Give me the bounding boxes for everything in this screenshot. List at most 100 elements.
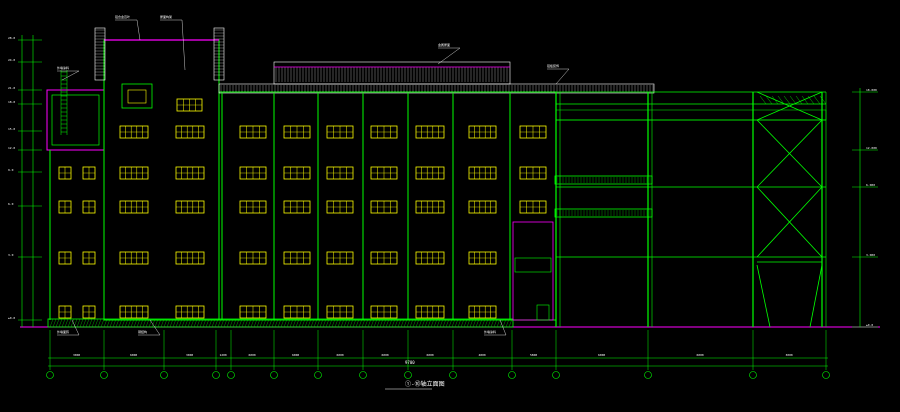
window [468, 166, 497, 180]
level-mark-label: 9.0 [8, 168, 14, 172]
level-mark-label: 18.0 [8, 100, 15, 104]
window [326, 200, 354, 214]
truss [759, 95, 767, 105]
segment-dimension: 6000 [598, 353, 605, 357]
callout-label: 外墙涂料 [484, 329, 496, 334]
brace [756, 186, 823, 258]
louver-inner [127, 89, 147, 104]
window [176, 98, 203, 112]
drawing-title: ①-⑩轴立面图 [405, 380, 445, 388]
window [119, 251, 149, 265]
hatch-line [76, 318, 81, 328]
window [370, 200, 398, 214]
steel-frame [554, 91, 827, 328]
hatch-line [91, 318, 96, 328]
frame-walkway [555, 109, 827, 121]
callout-label: 屋面构架 [160, 14, 172, 19]
callout-leader [181, 19, 186, 71]
window [239, 125, 267, 139]
window [415, 305, 445, 319]
truss [807, 95, 815, 105]
window [82, 200, 96, 214]
window [283, 125, 311, 139]
axis-bubble [46, 371, 54, 379]
window [468, 305, 497, 319]
brace [756, 91, 823, 121]
hopper-leg [809, 264, 823, 328]
hatch-line [70, 318, 75, 328]
callout-leader [499, 319, 507, 336]
segment-dimension: 3000 [786, 353, 793, 357]
segment-dimension: 5800 [530, 353, 537, 357]
window [82, 166, 96, 180]
axis-bubble [100, 371, 108, 379]
callout-leader [71, 319, 80, 336]
callout-label: 外墙面砖 [57, 329, 69, 334]
window [370, 251, 398, 265]
axis-bubble [212, 371, 220, 379]
truss [813, 95, 821, 105]
window [519, 200, 547, 214]
callout-leader [149, 319, 161, 336]
axis-bubble [644, 371, 652, 379]
dimension-lines: 28.024.021.018.015.012.09.06.03.0±0.018.… [8, 14, 878, 379]
window [239, 305, 267, 319]
window [175, 166, 205, 180]
segment-dimension: 6000 [130, 353, 137, 357]
segment-dimension: 6000 [382, 353, 389, 357]
level-mark-label: 3.000 [866, 253, 875, 257]
window [119, 200, 149, 214]
window [58, 251, 72, 265]
hatch-line [52, 318, 57, 328]
overall-dimension: 9700 [405, 360, 415, 365]
window [119, 166, 149, 180]
axis-bubble [227, 371, 235, 379]
hatch-line [55, 318, 60, 328]
callout-leader [555, 68, 570, 85]
segment-dimension: 6000 [697, 353, 704, 357]
callout-leader [136, 19, 141, 41]
axis-bubble [822, 371, 830, 379]
axis-bubble [160, 371, 168, 379]
window [175, 200, 205, 214]
hatch-line [49, 318, 54, 328]
hatch-line [67, 318, 72, 328]
callout-label: 铝合金百叶 [115, 14, 130, 19]
window [82, 305, 96, 319]
level-mark-label: 3.0 [8, 253, 14, 257]
hatch-line [61, 318, 66, 328]
level-mark-label: 24.0 [8, 58, 15, 62]
entrance-door [536, 304, 550, 321]
ground-hatch-band [47, 318, 514, 328]
window [58, 305, 72, 319]
window [370, 125, 398, 139]
brace [756, 119, 823, 188]
stair-tower-top [46, 89, 105, 151]
stair-tower-inner [51, 94, 100, 146]
window [175, 305, 205, 319]
truss [801, 95, 809, 105]
louver-panel [121, 83, 153, 109]
window [283, 251, 311, 265]
window [239, 251, 267, 265]
axis-bubble [449, 371, 457, 379]
hatch-line [58, 318, 63, 328]
truss [783, 95, 791, 105]
building-structure [20, 27, 880, 328]
truss [819, 95, 827, 105]
window [326, 125, 354, 139]
axis-bubble [359, 371, 367, 379]
window [239, 166, 267, 180]
segment-dimension: 6000 [249, 353, 256, 357]
hatch-line [97, 318, 102, 328]
platform-1 [554, 175, 653, 185]
window [415, 125, 445, 139]
callout-label: 金属屋面 [438, 42, 450, 47]
truss [771, 95, 779, 105]
level-mark-label: 18.000 [866, 88, 877, 92]
window [519, 166, 547, 180]
window [58, 200, 72, 214]
truss [777, 95, 785, 105]
segment-dimension: 6000 [337, 353, 344, 357]
